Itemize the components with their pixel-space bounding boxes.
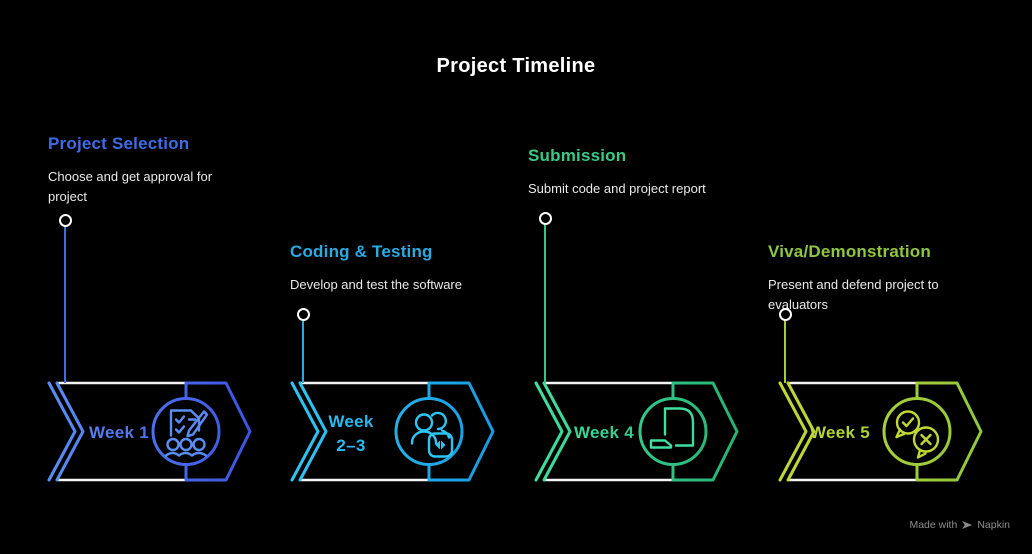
week-label: Week 1 — [89, 423, 149, 442]
chevron-inner — [55, 381, 85, 482]
watermark-text: Made with — [909, 519, 958, 531]
timeline-marker — [778, 307, 792, 321]
phase-description: Present and defend project to evaluators — [768, 277, 939, 312]
approval-checklist-icon — [164, 409, 209, 457]
napkin-logo-icon — [962, 521, 973, 529]
chevron-outer — [534, 381, 564, 482]
arrow-hexagon — [915, 381, 983, 482]
page-title: Project Timeline — [436, 55, 596, 77]
pair-programming-icon — [410, 411, 454, 458]
phase-heading: Submission — [528, 146, 627, 165]
timeline-marker — [296, 307, 310, 321]
chevron-inner — [298, 381, 328, 482]
phase-heading: Project Selection — [48, 134, 190, 153]
icon-circle — [394, 397, 464, 466]
timeline-marker — [58, 213, 72, 227]
chevron-inner — [786, 381, 816, 482]
chevron-outer — [778, 381, 808, 482]
phase-description: Develop and test the software — [290, 277, 462, 292]
arrow-hexagon — [427, 381, 495, 482]
week-4-arrow: Week 4 — [534, 381, 739, 482]
napkin-watermark[interactable]: Made with Napkin — [909, 519, 1010, 531]
connector-line — [783, 318, 787, 383]
week-label: Week — [328, 412, 374, 431]
phase-heading: Viva/Demonstration — [768, 242, 931, 261]
connector-line — [543, 222, 547, 383]
phase-section-coding-testing: Coding & Testing Develop and test the so… — [290, 242, 462, 295]
phase-section-submission: Submission Submit code and project repor… — [528, 146, 706, 199]
week-2-3-arrow: Week 2–3 — [290, 381, 495, 482]
week-1-arrow: Week 1 — [47, 381, 252, 482]
qa-speech-bubbles-icon — [895, 410, 940, 459]
connector-line — [63, 224, 67, 383]
chevron-outer — [47, 381, 77, 482]
arrow-hexagon — [671, 381, 739, 482]
phase-section-project-selection: Project Selection Choose and get approva… — [48, 134, 248, 206]
icon-circle — [882, 397, 952, 466]
chevron-inner — [542, 381, 572, 482]
watermark-brand: Napkin — [977, 519, 1010, 531]
week-label: Week 5 — [810, 423, 870, 442]
phase-description: Submit code and project report — [528, 181, 706, 196]
arrow-hexagon — [184, 381, 252, 482]
timeline-marker — [538, 211, 552, 225]
phase-description: Choose and get approval for project — [48, 169, 213, 204]
icon-circle — [638, 397, 708, 466]
document-upload-icon — [649, 407, 695, 449]
week-label-line2: 2–3 — [336, 436, 365, 455]
week-label: Week 4 — [574, 423, 634, 442]
icon-circle — [151, 397, 221, 466]
connector-line — [301, 318, 305, 383]
phase-heading: Coding & Testing — [290, 242, 433, 261]
phase-section-viva-demonstration: Viva/Demonstration Present and defend pr… — [768, 242, 973, 314]
chevron-outer — [290, 381, 320, 482]
week-5-arrow: Week 5 — [778, 381, 983, 482]
